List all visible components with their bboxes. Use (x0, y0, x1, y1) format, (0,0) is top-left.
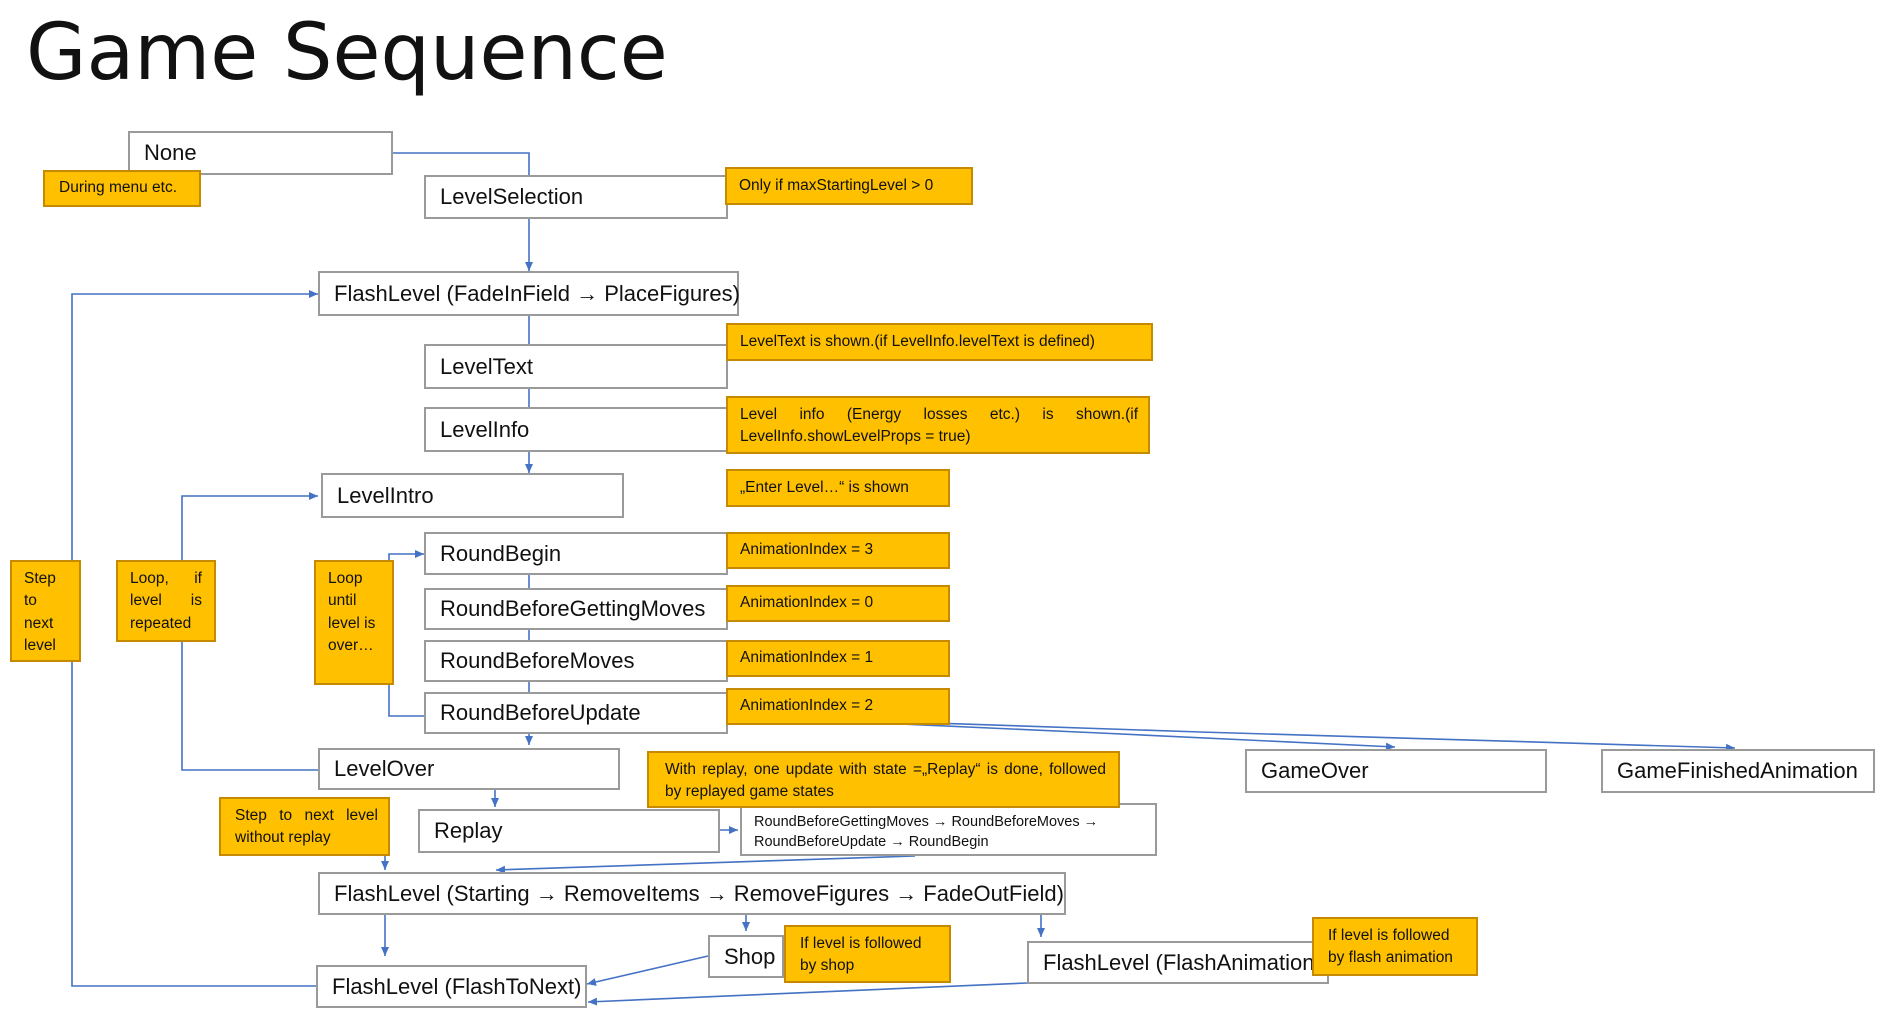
note-only-if-max-starting-level: Only if maxStartingLevel > 0 (725, 167, 973, 205)
note-animation-index-0: AnimationIndex = 0 (726, 585, 950, 622)
note-loop-if-level-repeated: Loop, if level is repeated (116, 560, 216, 642)
arrow-shop-to-flashtonext (586, 955, 709, 986)
state-none: None (128, 131, 393, 175)
note-enter-level-shown: „Enter Level…“ is shown (726, 469, 950, 507)
replay-sequence-box: RoundBeforeGettingMoves → RoundBeforeMov… (740, 803, 1157, 856)
connector-none-to-levelselection (393, 152, 530, 175)
note-if-followed-by-shop: If level is followed by shop (784, 925, 951, 983)
state-replay: Replay (418, 809, 720, 853)
note-animation-index-1: AnimationIndex = 1 (726, 640, 950, 677)
state-round-before-getting-moves: RoundBeforeGettingMoves (424, 588, 728, 630)
state-level-text: LevelText (424, 344, 728, 389)
arrow-loop-until-level-over (388, 550, 424, 717)
note-animation-index-2: AnimationIndex = 2 (726, 688, 950, 725)
note-with-replay: With replay, one update with state =„Rep… (647, 751, 1120, 808)
state-level-intro: LevelIntro (321, 473, 624, 518)
state-shop: Shop (708, 935, 784, 978)
note-during-menu: During menu etc. (43, 170, 201, 207)
state-game-finished-animation: GameFinishedAnimation (1601, 749, 1875, 793)
note-step-to-next-level: Step to next level (10, 560, 81, 662)
state-game-over: GameOver (1245, 749, 1547, 793)
state-flashlevel-fadein: FlashLevel (FadeInField → PlaceFigures) (318, 271, 740, 316)
note-animation-index-3: AnimationIndex = 3 (726, 532, 950, 569)
state-round-begin: RoundBegin (424, 532, 728, 575)
state-level-over: LevelOver (318, 748, 620, 790)
state-round-before-update: RoundBeforeUpdate (424, 692, 728, 734)
page-title: Game Sequence (26, 8, 668, 98)
state-level-selection: LevelSelection (424, 175, 728, 219)
note-step-to-next-level-without-replay: Step to next level without replay (219, 797, 390, 856)
state-level-info: LevelInfo (424, 407, 728, 452)
state-flashlevel-starting: FlashLevel (Starting → RemoveItems → Rem… (318, 872, 1066, 915)
note-if-followed-by-flash-animation: If level is followed by flash animation (1312, 917, 1478, 976)
arrow-flashanimation-to-flashtonext (587, 982, 1028, 1006)
state-flashlevel-flash-animation: FlashLevel (FlashAnimation) (1027, 941, 1329, 984)
state-round-before-moves: RoundBeforeMoves (424, 640, 728, 682)
state-flashlevel-flash-to-next: FlashLevel (FlashToNext) (316, 965, 587, 1008)
note-loop-until-level-over: Loop until level is over… (314, 560, 394, 685)
note-level-text-shown: LevelText is shown.(if LevelInfo.levelTe… (726, 323, 1153, 361)
arrow-sequence-to-flashlevel-starting (495, 855, 916, 874)
note-level-info-shown: Level info (Energy losses etc.) is shown… (726, 396, 1150, 454)
